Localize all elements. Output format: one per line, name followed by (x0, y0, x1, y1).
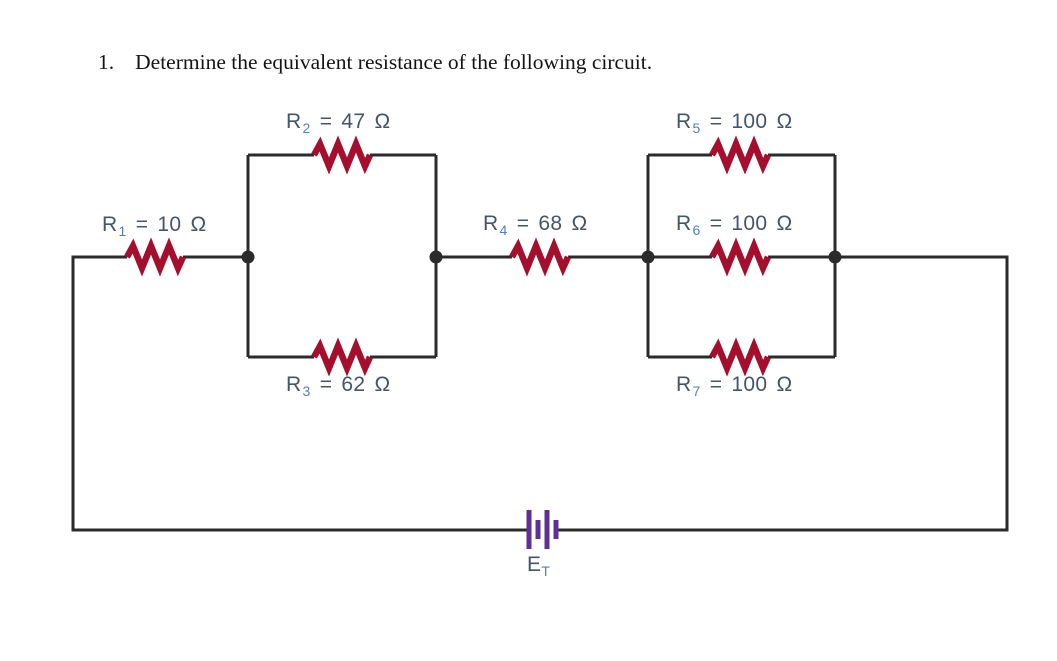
junction-dots (241, 250, 842, 264)
battery-subscript: T (541, 563, 551, 580)
r1-value: = 10 Ω (135, 213, 207, 236)
r6-value: = 100 Ω (709, 212, 793, 235)
resistor-r2-symbol (311, 135, 373, 175)
resistor-label-r3: R3 = 62 Ω (286, 373, 391, 400)
r4-subscript: 4 (499, 222, 508, 239)
resistor-r4-symbol (509, 237, 571, 277)
resistor-label-r1: R1 = 10 Ω (102, 213, 207, 240)
r3-name: R (286, 373, 302, 396)
r5-value: = 100 Ω (709, 110, 793, 133)
r1-name: R (102, 213, 118, 236)
r6-subscript: 6 (692, 222, 701, 239)
r6-name: R (676, 212, 692, 235)
resistor-label-r4: R4 = 68 Ω (483, 212, 588, 239)
r5-subscript: 5 (692, 120, 701, 137)
resistor-label-r6: R6 = 100 Ω (676, 212, 793, 239)
resistor-r1-symbol (124, 237, 186, 277)
r7-name: R (676, 373, 692, 396)
battery-name: E (527, 553, 542, 576)
r5-name: R (676, 110, 692, 133)
r7-subscript: 7 (692, 383, 701, 400)
problem-statement: Determine the equivalent resistance of t… (135, 50, 653, 74)
resistor-r5-symbol (709, 135, 771, 175)
wire-block-r2r3 (246, 153, 438, 359)
junction-dot (828, 250, 842, 264)
resistor-r3-symbol (311, 337, 373, 377)
r3-value: = 62 Ω (319, 373, 391, 396)
resistor-label-r7: R7 = 100 Ω (676, 373, 793, 400)
r4-name: R (483, 212, 499, 235)
r2-subscript: 2 (302, 120, 311, 137)
resistor-label-r5: R5 = 100 Ω (676, 110, 793, 137)
wire-left-loop (71, 255, 527, 532)
r7-value: = 100 Ω (709, 373, 793, 396)
junction-dot (241, 250, 255, 264)
resistor-label-r2: R2 = 47 Ω (286, 110, 391, 137)
r2-value: = 47 Ω (319, 110, 391, 133)
wire-right-loop (557, 255, 1009, 532)
problem-title: 1. Determine the equivalent resistance of… (98, 50, 652, 75)
r2-name: R (286, 110, 302, 133)
junction-dot (429, 250, 443, 264)
junction-dot (641, 250, 655, 264)
problem-number: 1. (98, 50, 115, 74)
resistor-symbols (124, 135, 771, 377)
r4-value: = 68 Ω (516, 212, 588, 235)
r1-subscript: 1 (118, 223, 127, 240)
r3-subscript: 3 (302, 383, 311, 400)
resistor-r6-symbol (709, 237, 771, 277)
battery-label: ET (527, 553, 551, 580)
battery-symbol (526, 510, 559, 549)
resistor-r7-symbol (709, 337, 771, 377)
